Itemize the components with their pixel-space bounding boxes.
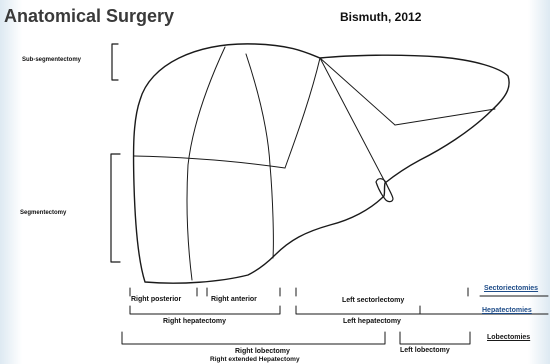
tick-row-1	[130, 288, 468, 296]
sub-segmentectomy-bracket	[112, 44, 118, 80]
right-posterior-label: Right posterior	[131, 296, 181, 303]
sectoriectomies-label: Sectoriectomies	[484, 285, 538, 292]
right-anterior-label: Right anterior	[211, 296, 257, 303]
segment-line-4	[320, 58, 395, 125]
left-sectorlectomy-label: Left sectorlectomy	[342, 297, 404, 304]
right-hepatectomy-label: Right hepatectomy	[163, 318, 226, 325]
segmentectomy-bracket	[111, 154, 120, 262]
segment-line-2	[246, 54, 273, 258]
lobectomies-label: Lobectomies	[487, 334, 530, 341]
left-lobectomy-bracket	[400, 332, 470, 344]
liver-outline	[134, 44, 510, 283]
right-extended-hepatectomy-label: Right extended Hepatectomy	[210, 356, 300, 363]
left-lobectomy-label: Left lobectomy	[400, 347, 450, 354]
hepatectomies-label: Hepatectomies	[482, 307, 532, 314]
segment-line-3	[285, 58, 320, 168]
right-lobectomy-bracket	[122, 332, 385, 344]
segment-line-1	[187, 47, 225, 280]
segment-line-5	[320, 58, 385, 182]
horizontal-line	[134, 156, 285, 168]
segment-line-6	[395, 109, 495, 125]
left-hepatectomy-label: Left hepatectomy	[343, 318, 401, 325]
right-lobectomy-label: Right lobectomy	[235, 348, 290, 355]
hepatectomy-brackets	[130, 306, 420, 314]
